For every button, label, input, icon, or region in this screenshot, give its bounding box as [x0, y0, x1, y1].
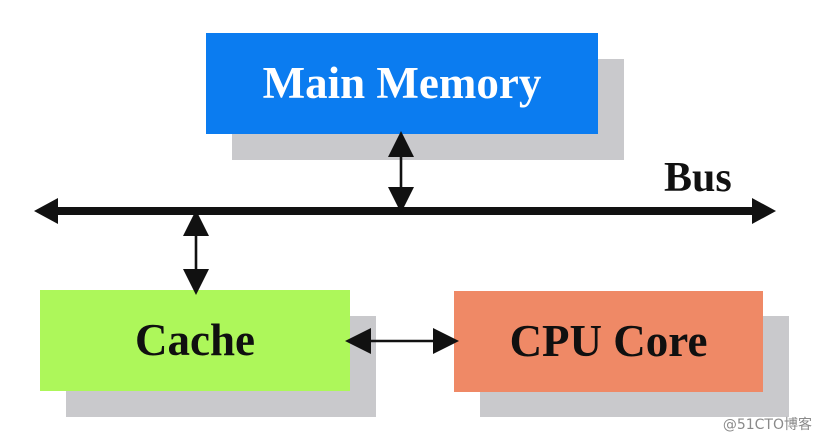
- bus-left-arrowhead: [34, 198, 58, 224]
- cpu-core-box: CPU Core: [454, 291, 763, 392]
- cpu-core-label: CPU Core: [509, 316, 708, 366]
- main-memory-label: Main Memory: [262, 58, 542, 108]
- watermark-text: @51CTO博客: [722, 417, 812, 433]
- cache-box: Cache: [40, 290, 350, 391]
- bus-right-arrowhead: [752, 198, 776, 224]
- cache-label: Cache: [135, 315, 255, 365]
- bus-label: Bus: [664, 155, 732, 201]
- main-memory-box: Main Memory: [206, 33, 598, 134]
